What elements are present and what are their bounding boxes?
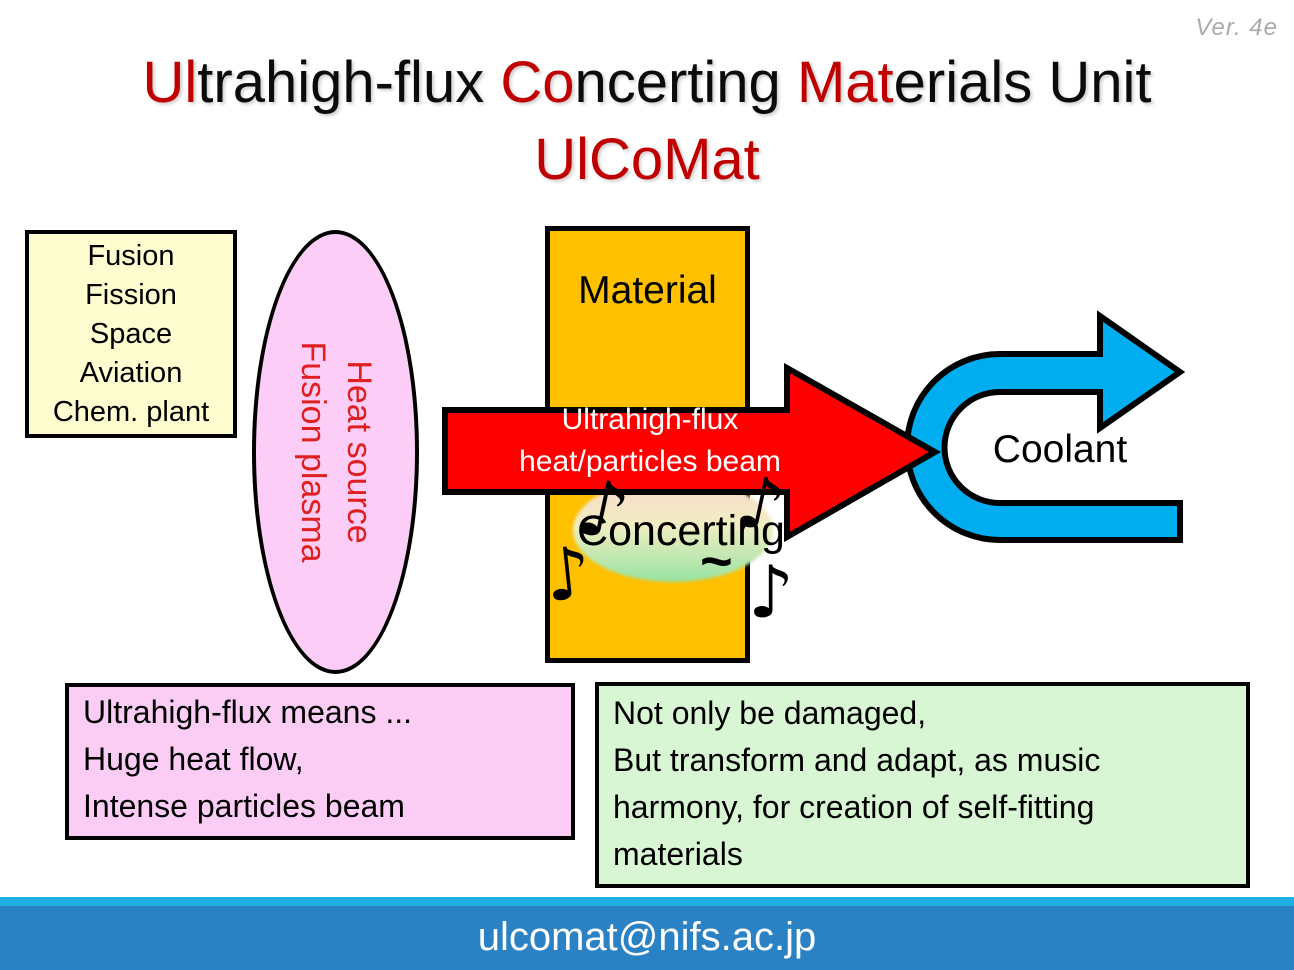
applications-item: Space — [89, 318, 173, 350]
note-line: harmony, for creation of self-fitting — [613, 789, 1095, 825]
material-label: Material — [578, 269, 717, 312]
coolant-label: Coolant — [992, 428, 1128, 471]
heat-source-line: Heat source — [339, 360, 378, 544]
music-note-icon: ♪ — [748, 550, 794, 634]
title-segment: Co — [500, 50, 575, 115]
applications-item: Fusion — [87, 240, 175, 272]
title-line-1: Ultrahigh-flux Concerting Materials Unit — [0, 44, 1294, 121]
title-segment: erials Unit — [893, 50, 1152, 115]
music-note-icon: ♪ — [540, 529, 596, 619]
title-segment: trahigh-flux — [197, 50, 501, 115]
title-segment: ncerting — [574, 50, 797, 115]
contact-email: ulcomat@nifs.ac.jp — [477, 915, 817, 959]
fusion-plasma-line: Fusion plasma — [293, 341, 332, 563]
note-line: Ultrahigh-flux means ... — [83, 694, 413, 730]
applications-item: Chem. plant — [52, 396, 210, 428]
applications-item: Fission — [85, 279, 177, 311]
concerting-note-box: Not only be damaged, But transform and a… — [595, 682, 1250, 888]
note-line: Huge heat flow, — [83, 741, 304, 777]
applications-item: Aviation — [79, 357, 183, 389]
heat-source-label: Heat source Fusion plasma — [290, 341, 382, 562]
heat-source-ellipse: Heat source Fusion plasma — [252, 230, 419, 674]
note-line: materials — [613, 836, 743, 872]
beam-label-line: Ultrahigh-flux — [561, 403, 739, 436]
title-segment: Mat — [796, 50, 894, 115]
note-line: Intense particles beam — [83, 788, 405, 824]
note-line: But transform and adapt, as music — [613, 742, 1101, 778]
ultrahigh-flux-note-box: Ultrahigh-flux means ... Huge heat flow,… — [65, 683, 575, 840]
title-segment: Ul — [142, 50, 198, 115]
version-label: Ver. 4e — [1195, 14, 1278, 41]
applications-box: Fusion Fission Space Aviation Chem. plan… — [25, 230, 237, 438]
tilde-mark: ~ — [700, 529, 733, 592]
footer-bar: ulcomat@nifs.ac.jp — [0, 906, 1294, 970]
footer-accent-strip — [0, 897, 1294, 906]
title-line-2: UlCoMat — [534, 127, 760, 192]
note-line: Not only be damaged, — [613, 695, 927, 731]
page-title: Ultrahigh-flux Concerting Materials Unit… — [0, 44, 1294, 198]
